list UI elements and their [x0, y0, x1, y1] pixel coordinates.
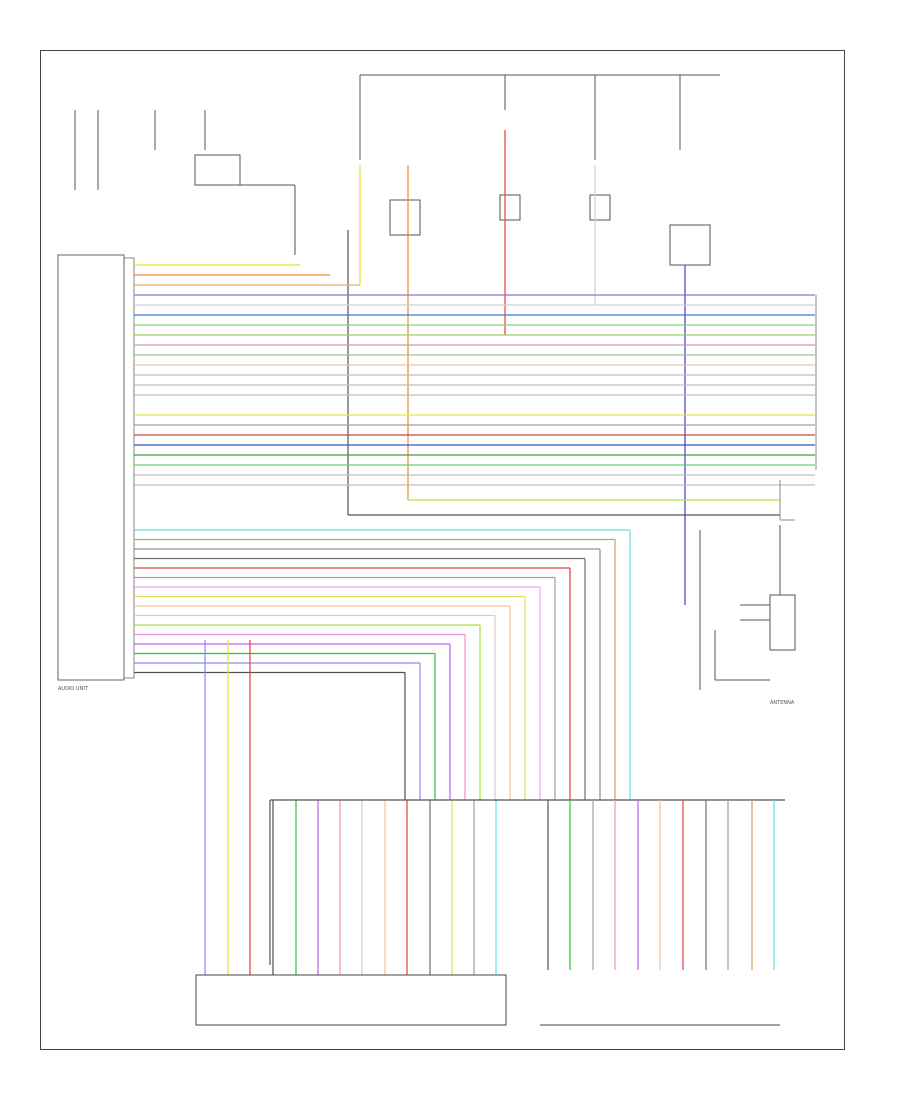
antenna-amp [699, 525, 796, 690]
audio-unit-label: AUDIO UNIT [58, 686, 88, 692]
diagram-frame [40, 50, 845, 1050]
right-connector [779, 295, 817, 521]
front-speaker-box [195, 974, 507, 1026]
antenna-label: ANTENNA [770, 700, 795, 706]
speaker-wires [134, 529, 631, 975]
audio-unit [57, 254, 135, 681]
top-fuses [359, 74, 720, 266]
speaker-connector-bar [269, 799, 785, 965]
vertical-feeds [347, 130, 780, 605]
rear-speaker-stubs [547, 800, 775, 970]
unit-wires [134, 264, 815, 486]
top-left-switches [74, 110, 296, 255]
